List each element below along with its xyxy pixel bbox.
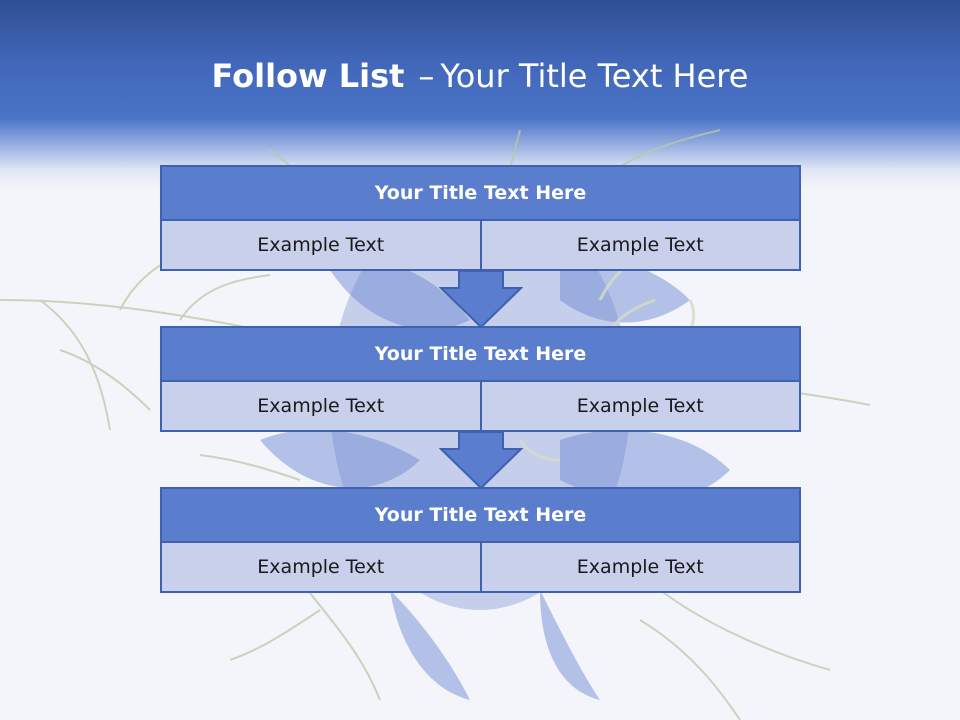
down-arrow-icon xyxy=(439,270,523,328)
block-cell-right: Example Text xyxy=(481,382,801,432)
block-cell-left: Example Text xyxy=(160,221,482,271)
list-block-1: Your Title Text Here Example Text Exampl… xyxy=(160,165,801,271)
block-title: Your Title Text Here xyxy=(160,487,801,543)
list-block-2: Your Title Text Here Example Text Exampl… xyxy=(160,326,801,432)
block-cell-left: Example Text xyxy=(160,543,482,593)
header-band xyxy=(0,0,960,190)
block-cell-left: Example Text xyxy=(160,382,482,432)
block-row: Example Text Example Text xyxy=(160,221,801,271)
block-cell-right: Example Text xyxy=(481,543,801,593)
list-block-3: Your Title Text Here Example Text Exampl… xyxy=(160,487,801,593)
down-arrow-icon xyxy=(439,431,523,489)
slide-title-separator: – xyxy=(418,57,435,95)
slide-title: Follow List–Your Title Text Here xyxy=(0,56,960,96)
block-cell-right: Example Text xyxy=(481,221,801,271)
slide-title-bold: Follow List xyxy=(211,57,405,95)
block-title: Your Title Text Here xyxy=(160,326,801,382)
slide-title-rest: Your Title Text Here xyxy=(440,57,749,95)
block-row: Example Text Example Text xyxy=(160,543,801,593)
block-title: Your Title Text Here xyxy=(160,165,801,221)
block-row: Example Text Example Text xyxy=(160,382,801,432)
